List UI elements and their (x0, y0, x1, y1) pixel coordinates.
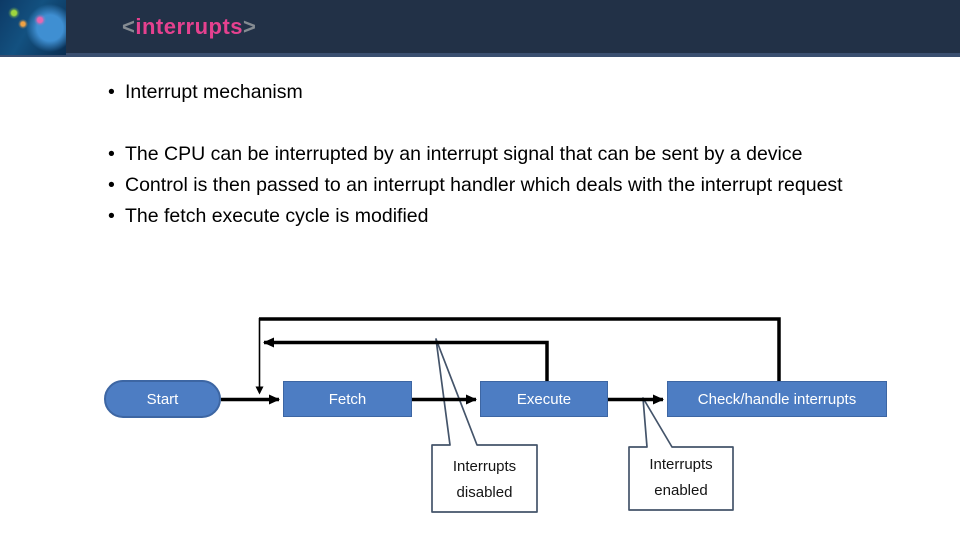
bullet-fetch-execute-modified: The fetch execute cycle is modified (107, 203, 889, 230)
bullet-interrupt-mechanism: Interrupt mechanism (107, 79, 889, 106)
title-open-bracket: < (122, 14, 136, 39)
callout-disabled-shape (431, 338, 538, 513)
slide-header-bar (0, 0, 960, 53)
header-accent-strip (0, 53, 960, 57)
loop-outer-line (259, 317, 781, 381)
callout-enabled-line1: Interrupts (649, 456, 713, 473)
node-check-handle-interrupts: Check/handle interrupts (667, 381, 887, 417)
bullet-cpu-interrupted: The CPU can be interrupted by an interru… (107, 141, 889, 168)
title-word: interrupts (135, 14, 244, 39)
title-close-bracket: > (243, 14, 257, 39)
callout-enabled-shape (628, 397, 734, 511)
callout-disabled-line2: disabled (456, 484, 513, 501)
callout-interrupts-disabled: Interrupts disabled (432, 454, 537, 506)
bullet-control-passed: Control is then passed to an interrupt h… (107, 172, 889, 199)
slide-title: <interrupts> (122, 14, 256, 40)
node-execute: Execute (480, 381, 608, 417)
ai-head-logo-icon (0, 0, 66, 55)
callout-disabled-line1: Interrupts (452, 458, 517, 475)
callout-enabled-line2: enabled (654, 482, 708, 499)
bullet-list-main: The CPU can be interrupted by an interru… (107, 141, 889, 234)
node-fetch: Fetch (283, 381, 412, 417)
node-start: Start (104, 380, 221, 418)
bullet-list-top: Interrupt mechanism (107, 79, 889, 110)
loop-inner-arrow (263, 337, 549, 381)
callout-interrupts-enabled: Interrupts enabled (629, 452, 733, 504)
